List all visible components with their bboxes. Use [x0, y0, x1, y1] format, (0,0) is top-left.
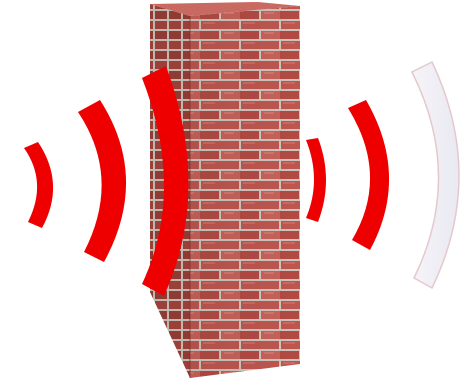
- outgoing-wave-medium: [348, 100, 389, 250]
- incoming-wave-medium: [78, 100, 126, 262]
- outgoing-wave-small: [306, 138, 326, 222]
- outgoing-wave-faded: [412, 62, 459, 288]
- incoming-wave-small: [24, 142, 53, 228]
- outgoing-waves: [306, 62, 459, 288]
